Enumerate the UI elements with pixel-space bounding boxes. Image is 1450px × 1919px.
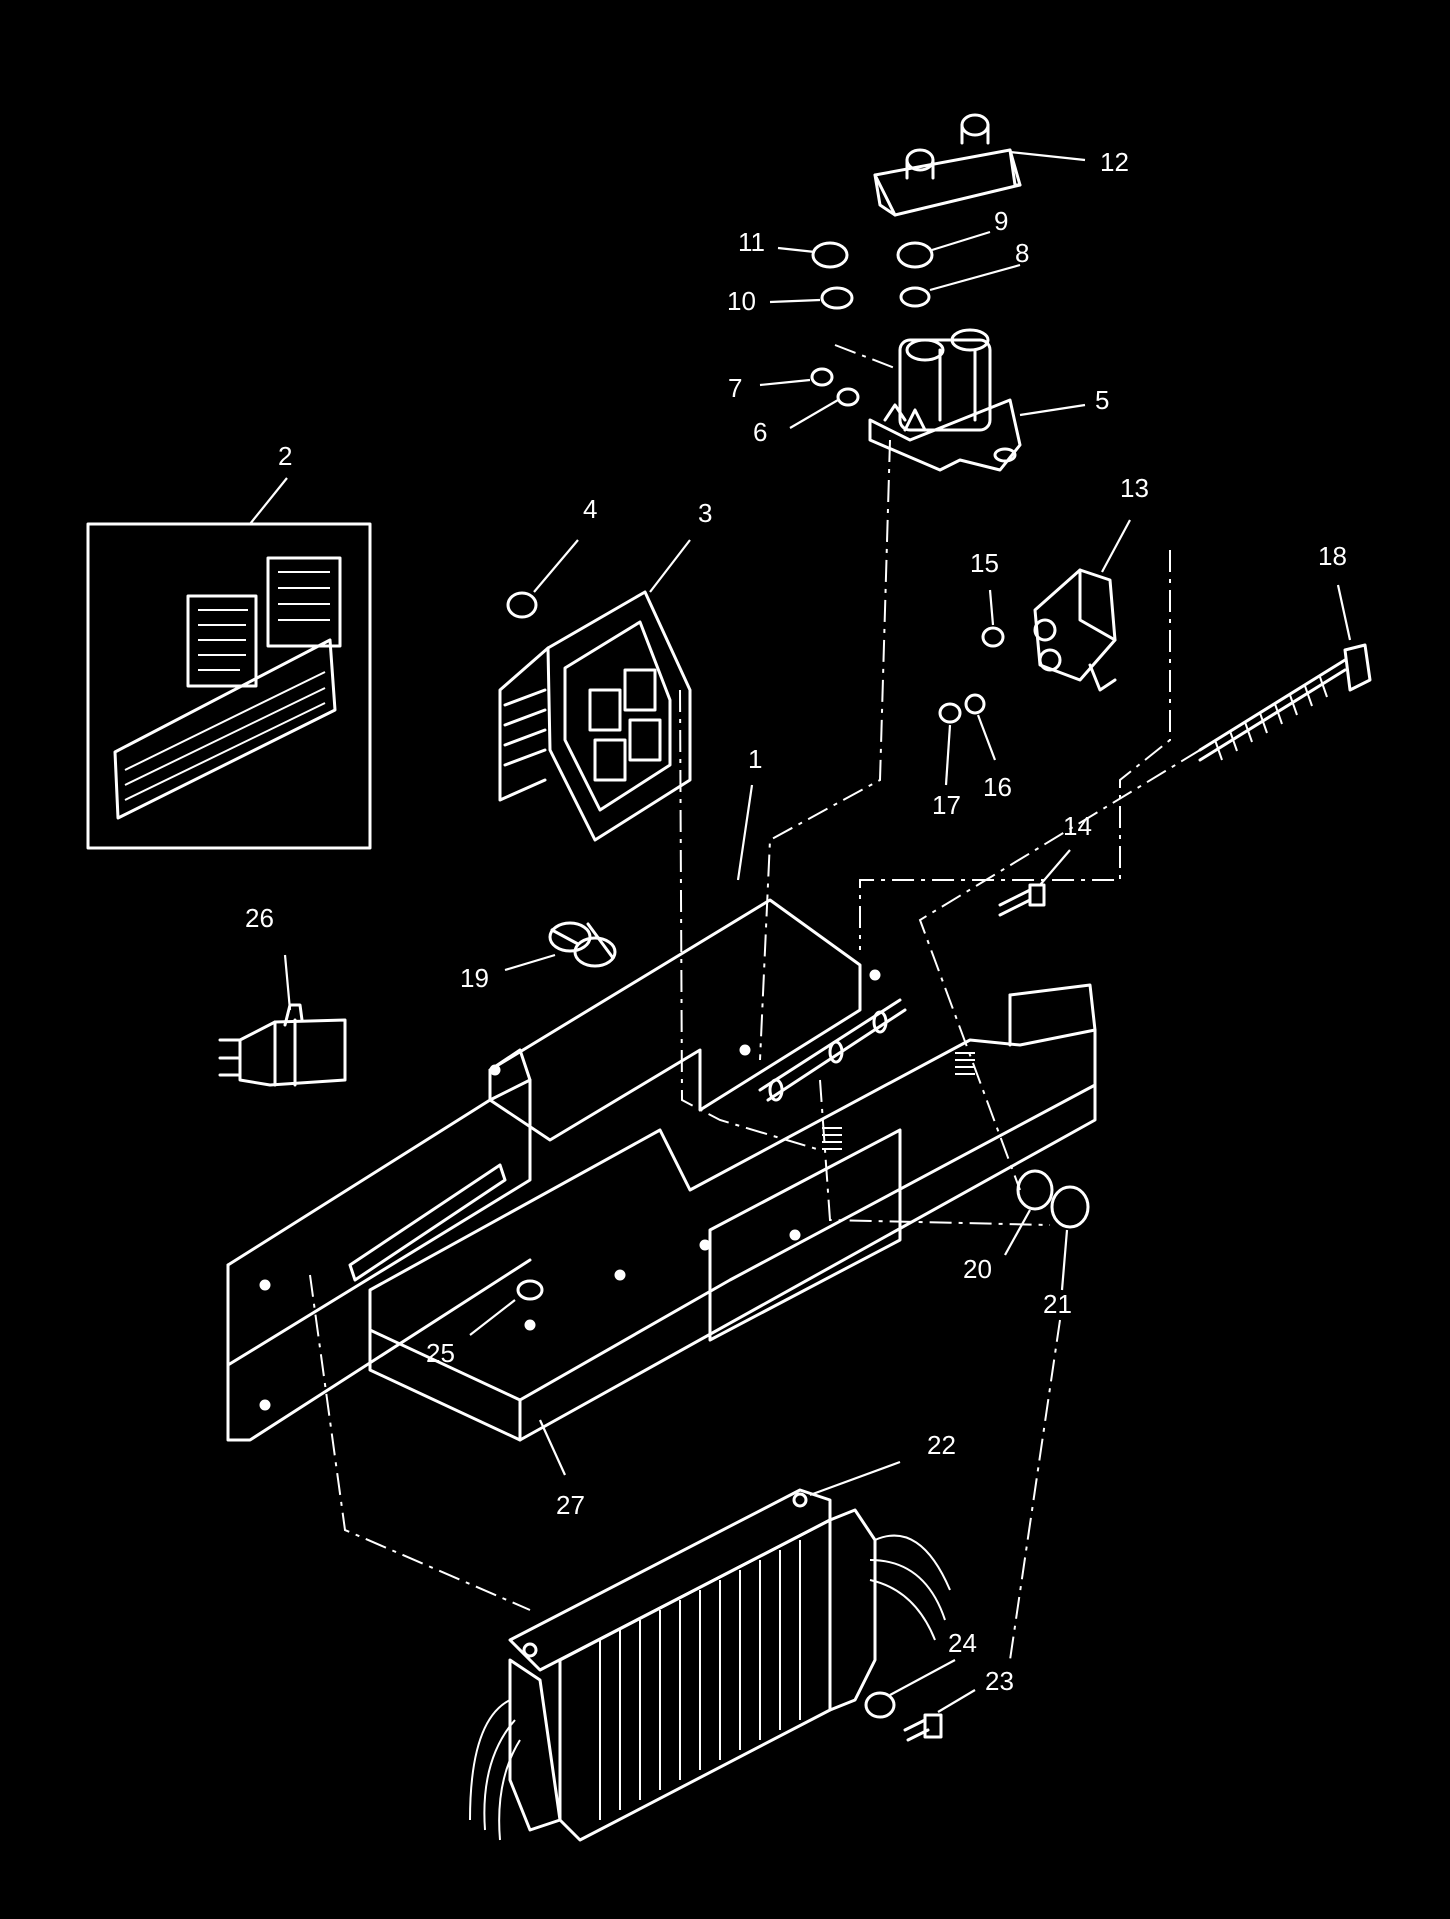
callout-24: 24 bbox=[948, 1628, 977, 1658]
callout-27: 27 bbox=[556, 1490, 585, 1520]
charger-module bbox=[469, 1488, 951, 1842]
callout-25: 25 bbox=[426, 1338, 455, 1368]
callout-5: 5 bbox=[1095, 385, 1109, 415]
connector bbox=[218, 1003, 347, 1087]
callout-11: 11 bbox=[738, 227, 765, 257]
callout-19: 19 bbox=[460, 963, 489, 993]
nut-11 bbox=[811, 241, 849, 269]
callout-6: 6 bbox=[753, 417, 767, 447]
mounting-tray bbox=[226, 898, 1097, 1442]
speed-controller bbox=[498, 590, 692, 842]
washer-24 bbox=[864, 1691, 896, 1719]
switch-mount-line bbox=[859, 550, 1171, 950]
callout-26: 26 bbox=[245, 903, 274, 933]
callout-16: 16 bbox=[983, 772, 1012, 802]
charger-right-line bbox=[819, 1079, 1051, 1226]
callout-20: 20 bbox=[963, 1254, 992, 1284]
charger-left-line bbox=[309, 1274, 531, 1611]
solenoid bbox=[868, 328, 1022, 472]
callout-labels: 12 9 8 11 10 7 6 5 2 4 3 13 15 18 16 17 … bbox=[245, 147, 1347, 1696]
nut-21 bbox=[1050, 1185, 1090, 1229]
leader-lines bbox=[249, 150, 1352, 1713]
nut-9 bbox=[896, 241, 934, 269]
solenoid-small-hardware bbox=[810, 367, 860, 407]
washer-8 bbox=[899, 286, 931, 308]
callout-4: 4 bbox=[583, 494, 597, 524]
solenoid-bracket bbox=[873, 113, 1022, 217]
solenoid-hardware bbox=[811, 241, 934, 310]
screw-14 bbox=[998, 883, 1046, 917]
callout-9: 9 bbox=[994, 206, 1008, 236]
bolt-23 bbox=[903, 1713, 943, 1742]
callout-12: 12 bbox=[1100, 147, 1129, 177]
callout-13: 13 bbox=[1120, 473, 1149, 503]
callout-21: 21 bbox=[1043, 1289, 1072, 1319]
callout-8: 8 bbox=[1015, 238, 1029, 268]
callout-22: 22 bbox=[927, 1430, 956, 1460]
washer-20 bbox=[1016, 1169, 1054, 1211]
bolt-axis-line bbox=[918, 749, 1201, 1191]
callout-14: 14 bbox=[1063, 811, 1092, 841]
long-bolt bbox=[1198, 643, 1372, 762]
washer-10 bbox=[820, 286, 854, 310]
callout-18: 18 bbox=[1318, 541, 1347, 571]
nut-15 bbox=[981, 626, 1005, 648]
callout-15: 15 bbox=[970, 548, 999, 578]
washer-16 bbox=[964, 693, 986, 715]
callout-23: 23 bbox=[985, 1666, 1014, 1696]
label-set bbox=[86, 522, 372, 850]
spacer bbox=[548, 921, 617, 968]
switch bbox=[1033, 568, 1117, 692]
solenoid-stud-line bbox=[834, 344, 901, 371]
washer-line bbox=[1009, 1319, 1061, 1661]
nut-4 bbox=[506, 591, 538, 619]
callout-3: 3 bbox=[698, 498, 712, 528]
nut-17 bbox=[938, 702, 962, 724]
callout-7: 7 bbox=[728, 373, 742, 403]
assembly-lines bbox=[309, 344, 1201, 1661]
callout-10: 10 bbox=[727, 286, 756, 316]
solenoid-mount-line bbox=[759, 439, 891, 1061]
callout-17: 17 bbox=[932, 790, 961, 820]
callout-1: 1 bbox=[748, 744, 762, 774]
callout-2: 2 bbox=[278, 441, 292, 471]
